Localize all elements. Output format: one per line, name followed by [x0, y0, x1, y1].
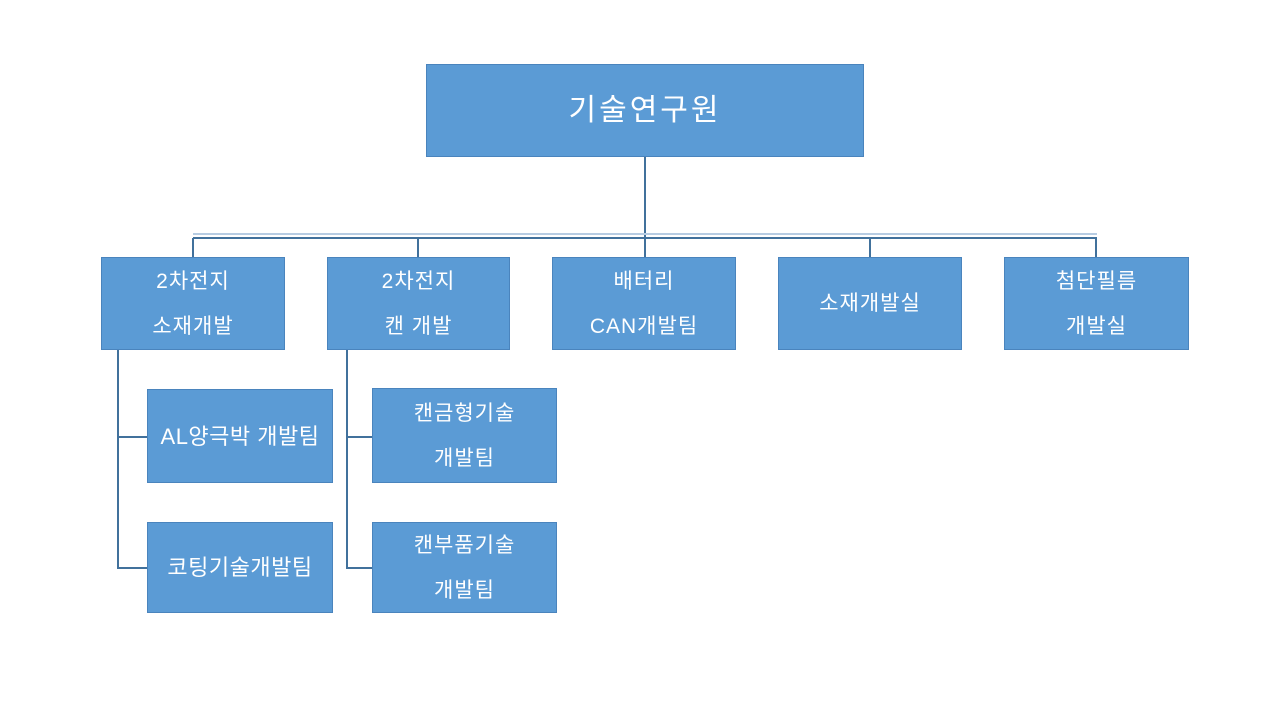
connector-materials-branch-2	[117, 567, 147, 569]
node-label-line-1: 캔금형기술	[413, 401, 516, 425]
node-label-line-1: 2차전지	[381, 269, 456, 293]
connector-drop-dept-2	[417, 238, 419, 258]
node-label: 소재개발실	[819, 292, 921, 315]
node-can-parts-tech-dev-team: 캔부품기술 개발팀	[372, 522, 557, 613]
node-label-line-2: 개발실	[1066, 314, 1127, 338]
connector-root-vertical	[644, 157, 646, 238]
node-label-line-2: 캔 개발	[384, 314, 453, 338]
connector-can-branch-1	[346, 436, 372, 438]
node-advanced-film-dev-office: 첨단필름 개발실	[1004, 257, 1189, 350]
node-label: AL양극박 개발팀	[160, 423, 320, 449]
node-label-line-1: 캔부품기술	[413, 533, 516, 557]
connector-can-branch-2	[346, 567, 372, 569]
connector-drop-dept-3	[644, 238, 646, 258]
node-battery-can-dev-team: 배터리 CAN개발팀	[552, 257, 736, 350]
node-al-cathode-foil-dev-team: AL양극박 개발팀	[147, 389, 333, 483]
node-secondary-battery-materials: 2차전지 소재개발	[101, 257, 285, 350]
connector-drop-dept-5	[1095, 238, 1097, 258]
node-label-line-2: CAN개발팀	[589, 314, 699, 338]
node-secondary-battery-can: 2차전지 캔 개발	[327, 257, 510, 350]
connector-materials-branch-1	[117, 436, 147, 438]
connector-materials-vertical	[117, 350, 119, 569]
node-tech-research-institute: 기술연구원	[426, 64, 864, 157]
connector-drop-dept-1	[192, 238, 194, 258]
node-label: 기술연구원	[568, 93, 722, 127]
node-label: 코팅기술개발팀	[167, 555, 313, 580]
node-label-line-1: 2차전지	[156, 269, 230, 293]
node-coating-tech-dev-team: 코팅기술개발팀	[147, 522, 333, 613]
node-label-line-2: 소재개발	[152, 314, 234, 338]
node-label-line-2: 개발팀	[434, 578, 495, 602]
node-label-line-2: 개발팀	[434, 446, 495, 470]
node-label-line-1: 배터리	[613, 269, 675, 293]
connector-bus-highlight	[193, 233, 1097, 235]
node-materials-dev-office: 소재개발실	[778, 257, 962, 350]
node-can-mold-tech-dev-team: 캔금형기술 개발팀	[372, 388, 557, 483]
connector-can-vertical	[346, 350, 348, 569]
connector-drop-dept-4	[869, 238, 871, 258]
node-label-line-1: 첨단필름	[1055, 269, 1138, 293]
